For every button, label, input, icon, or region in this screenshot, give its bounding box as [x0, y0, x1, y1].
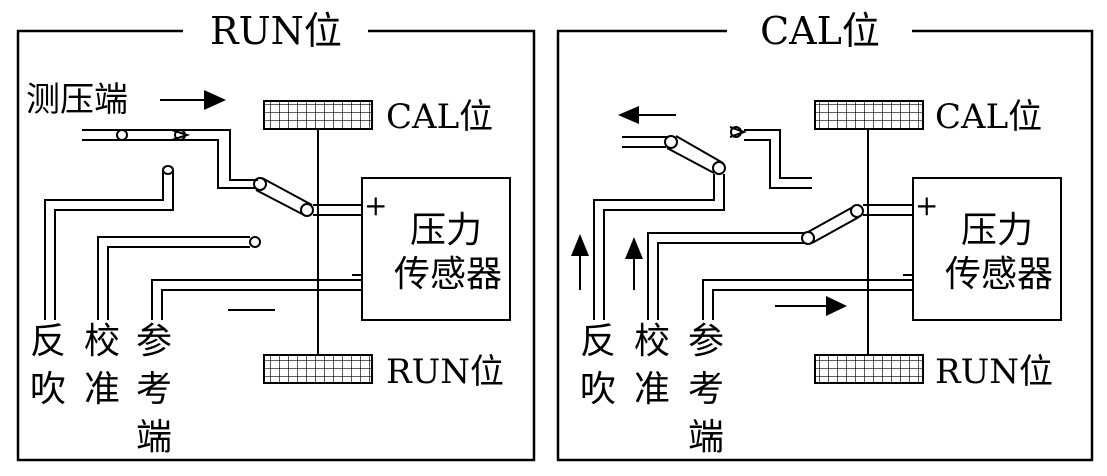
cal-up-arrow-head: [625, 237, 643, 259]
blow-line-outer: [593, 174, 715, 320]
blow-line-inner: [54, 170, 174, 320]
cal-label: CAL位: [935, 97, 1042, 137]
blow-line-cap: [162, 165, 174, 175]
switch-link-a: [261, 177, 313, 206]
sensor-label-line2: 传感器: [945, 254, 1053, 295]
switch-link-right-a: [807, 206, 854, 233]
pivot-upper: [253, 177, 267, 191]
run-label: RUN位: [935, 352, 1053, 392]
cal-line-outer: [97, 236, 250, 320]
panel-run: RUN位 CAL位 RUN位 压力 传感器 + 测压端: [16, 9, 536, 462]
cal-plate: [814, 100, 924, 130]
ref-line-inner: [712, 289, 913, 320]
check-valve: [729, 126, 747, 138]
plus-sign: +: [915, 189, 938, 222]
check-valve-ring: [174, 129, 186, 141]
port-cal-char-2: 准: [84, 369, 120, 410]
port-cal-char-1: 校: [84, 321, 120, 362]
test-line-bottom: [744, 139, 812, 189]
port-cal-char-1: 校: [634, 321, 670, 362]
cal-label: CAL位: [386, 97, 493, 137]
test-line-top: [82, 129, 258, 181]
cal-line-inner: [107, 246, 250, 320]
panel-cal: CAL位 CAL位 RUN位 压力 传感器 +: [556, 9, 1094, 462]
flow-arrow-head: [204, 90, 226, 110]
panel-frame: [16, 29, 536, 462]
panel-title: RUN位: [210, 9, 342, 53]
pivot-lower: [300, 203, 314, 217]
switch-link-right-b: [811, 216, 860, 244]
pivot-right-upper: [850, 204, 864, 218]
cal-line-end: [249, 236, 261, 248]
panel-title: CAL位: [760, 9, 880, 53]
blow-line-outer: [44, 170, 164, 320]
pressure-sensor: [912, 177, 1062, 321]
blow-line-inner: [603, 174, 725, 320]
blow-up-arrow-head: [571, 234, 589, 256]
port-ref-char-1: 参: [688, 321, 724, 362]
port-ref-char-3: 端: [688, 417, 724, 458]
switch-link-left-a: [675, 135, 724, 164]
run-label: RUN位: [386, 352, 504, 392]
pressure-sensor: [361, 177, 511, 321]
port-ref-char-2: 考: [136, 369, 172, 410]
ref-line-outer: [151, 279, 362, 320]
test-line-ball: [116, 129, 128, 141]
switch-link-b: [255, 189, 305, 216]
run-plate: [814, 354, 924, 384]
port-blow-char-1: 反: [580, 321, 616, 362]
switch-link-left-b: [666, 147, 715, 174]
cal-line-outer: [647, 232, 805, 320]
ref-line-inner: [161, 289, 362, 320]
port-blow-char-2: 吹: [580, 369, 616, 410]
test-end-label: 测压端: [26, 80, 128, 120]
sensor-label-line1: 压力: [961, 210, 1033, 251]
cal-plate: [263, 100, 373, 130]
test-line-top: [744, 129, 812, 179]
port-ref-char-2: 考: [688, 369, 724, 410]
check-valve-ring: [730, 126, 742, 138]
run-plate: [263, 354, 373, 384]
port-blow-char-2: 吹: [30, 369, 66, 410]
pivot-right-lower: [801, 231, 815, 245]
port-cal-char-2: 准: [634, 369, 670, 410]
port-ref-char-1: 参: [136, 321, 172, 362]
port-ref-char-3: 端: [136, 417, 172, 458]
sensor-label-line2: 传感器: [394, 254, 502, 295]
pivot-left-upper: [664, 135, 678, 149]
ref-arrow-head: [826, 296, 847, 316]
ref-line-outer: [702, 279, 913, 320]
plus-sign: +: [364, 189, 387, 222]
outflow-arrow-head: [618, 106, 639, 124]
panel-frame: [556, 29, 1094, 462]
test-line-bottom: [82, 139, 255, 189]
cal-line-inner: [657, 242, 805, 320]
port-blow-char-1: 反: [30, 321, 66, 362]
sensor-label-line1: 压力: [410, 210, 482, 251]
pivot-left-lower: [712, 161, 726, 175]
